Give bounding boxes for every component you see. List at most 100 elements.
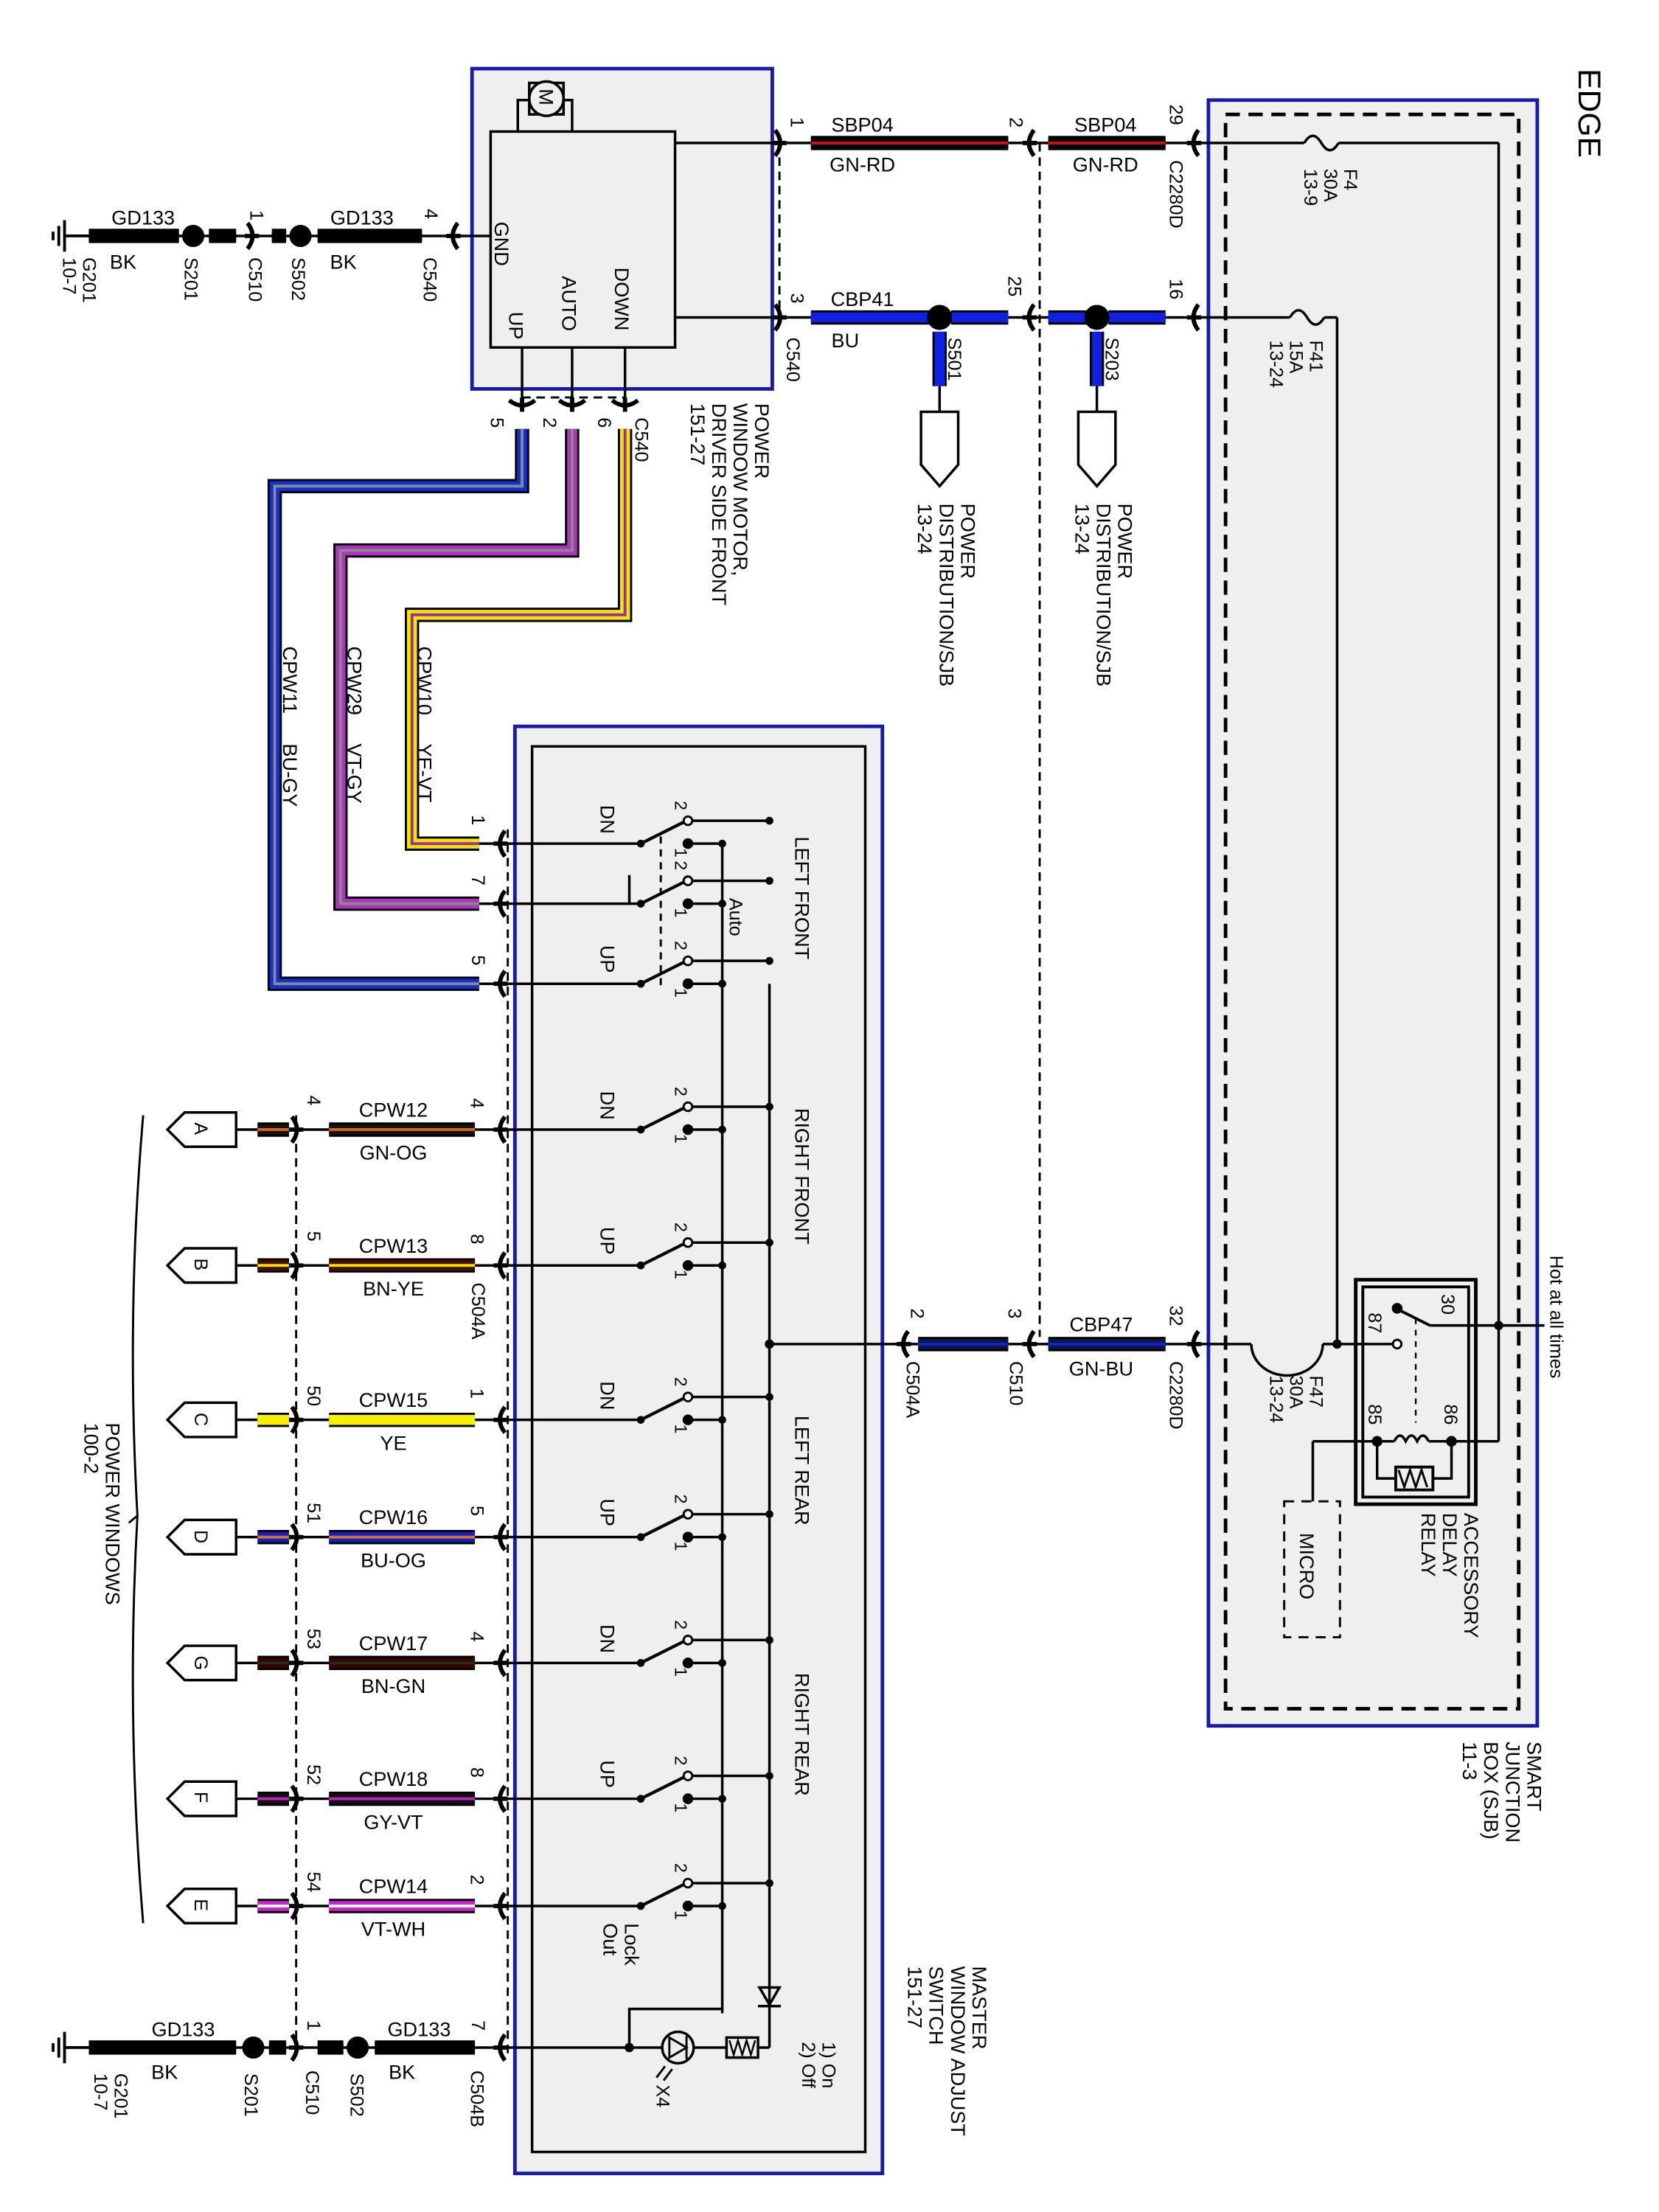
junction-dot (765, 1102, 773, 1111)
switch-arm (640, 1883, 685, 1907)
led-diode-icon (668, 2035, 689, 2060)
contact-2 (682, 815, 694, 827)
wire-circuit-label: SBP04 (1074, 113, 1136, 136)
contact-2 (682, 955, 694, 967)
connector-icon (1022, 128, 1037, 158)
connector-icon (611, 397, 639, 412)
up-label: UP (597, 945, 619, 973)
tag-letter: E (190, 1899, 211, 1911)
pin-label: 5 (303, 1231, 324, 1242)
junction-dot (718, 979, 726, 988)
power-distribution-tag (1077, 410, 1117, 489)
pin-label: 16 (1166, 279, 1186, 299)
connector-icon (288, 1784, 304, 1813)
motor-label: DRIVER SIDE FRONT (708, 403, 731, 605)
relay-label: DELAY (1439, 1513, 1461, 1577)
up-label: UP (597, 1498, 619, 1526)
led-label: X4 (652, 2084, 672, 2107)
sjb-label: JUNCTION (1501, 1742, 1524, 1843)
dn-label: DN (597, 805, 619, 834)
tag-letter: B (190, 1259, 211, 1271)
relay-switch-arm (1397, 1308, 1431, 1327)
wire-color-label: GN-RD (830, 153, 895, 176)
junction-dot (625, 2042, 634, 2053)
motor-pin-gnd: GND (490, 222, 513, 266)
led-state-label: 1) On (818, 2042, 838, 2088)
wire-color-label: BK (330, 251, 357, 274)
lockout-label: Lock (621, 1923, 644, 1966)
pin-label: 5 (466, 1506, 487, 1516)
wire-color-label: GN-BU (1069, 1357, 1133, 1380)
splice-label: S201 (180, 257, 201, 301)
relay-outer (1354, 1278, 1478, 1506)
fuse-f41-label: F41 (1306, 341, 1326, 372)
junction-dot (765, 877, 773, 885)
diode-icon (757, 1986, 782, 2008)
splice-label: S203 (1101, 338, 1121, 381)
motor-pin-auto: AUTO (557, 276, 580, 331)
splice-s502 (347, 2036, 369, 2059)
wire-circuit-label: CPW14 (359, 1875, 428, 1898)
contact-1 (682, 978, 694, 990)
contact-1 (682, 1793, 694, 1804)
connector-label: C504A (902, 1361, 923, 1418)
pin-label: 2 (466, 1874, 487, 1885)
contact-label: 2 (672, 1495, 691, 1504)
contact-label: 1 (672, 1270, 691, 1279)
junction-dot (765, 1238, 773, 1247)
switch-arm (640, 1242, 685, 1267)
pin-label: 51 (303, 1503, 324, 1523)
wire-color-label: VT-WH (361, 1918, 425, 1941)
motor-pin-down: DOWN (611, 268, 633, 331)
relay-label: RELAY (1417, 1513, 1440, 1577)
power-distribution-label: DISTRIBUTION/SJB (935, 504, 958, 687)
junction-dot (718, 1902, 726, 1910)
contact-label: 1 (672, 1424, 691, 1433)
junction-dot (718, 1125, 726, 1134)
contact-label: 2 (672, 1863, 691, 1873)
relay-pin-label: 85 (1364, 1404, 1385, 1425)
contact-2 (682, 1237, 694, 1248)
wire-circuit-label: CPW29 (343, 647, 366, 715)
splice-label: S501 (944, 338, 964, 381)
switch-arm (640, 1514, 685, 1539)
switch-box (512, 724, 885, 2176)
switch-label: 151-27 (904, 1966, 927, 2028)
window-switch: 21 (493, 1863, 773, 1920)
pin-label: 1 (466, 1388, 487, 1399)
wire-circuit-label: CBP41 (831, 288, 894, 310)
wire-circuit-label: CPW16 (359, 1506, 428, 1528)
contact-label: 2 (672, 1087, 691, 1096)
connector-icon (557, 397, 587, 412)
contact-2 (682, 1770, 694, 1781)
dn-label: DN (597, 1091, 619, 1120)
splice-s201 (182, 224, 205, 248)
motor-module-inner (489, 130, 677, 349)
contact-label: 2 (672, 941, 691, 950)
contact-label: 2 (672, 801, 691, 810)
ground-label: 10-7 (59, 257, 80, 294)
junction-dot (1332, 1339, 1342, 1349)
contact-2 (682, 1635, 694, 1646)
fuse-f47-label: 30A (1285, 1376, 1306, 1409)
dn-label: DN (597, 1624, 619, 1653)
connector-icon (493, 1891, 508, 1921)
contact-1 (682, 1531, 694, 1543)
power-distribution-label: POWER (1114, 504, 1137, 579)
wire-circuit-label: CPW13 (359, 1234, 428, 1257)
contact-label: 1 (672, 1134, 691, 1144)
pin-label: 1 (303, 2020, 324, 2031)
power-windows-tag (165, 1644, 237, 1682)
wire-cpw10-stripe (410, 428, 627, 846)
junction-dot (765, 1879, 773, 1888)
power-windows-label: 100-2 (80, 1423, 103, 1474)
